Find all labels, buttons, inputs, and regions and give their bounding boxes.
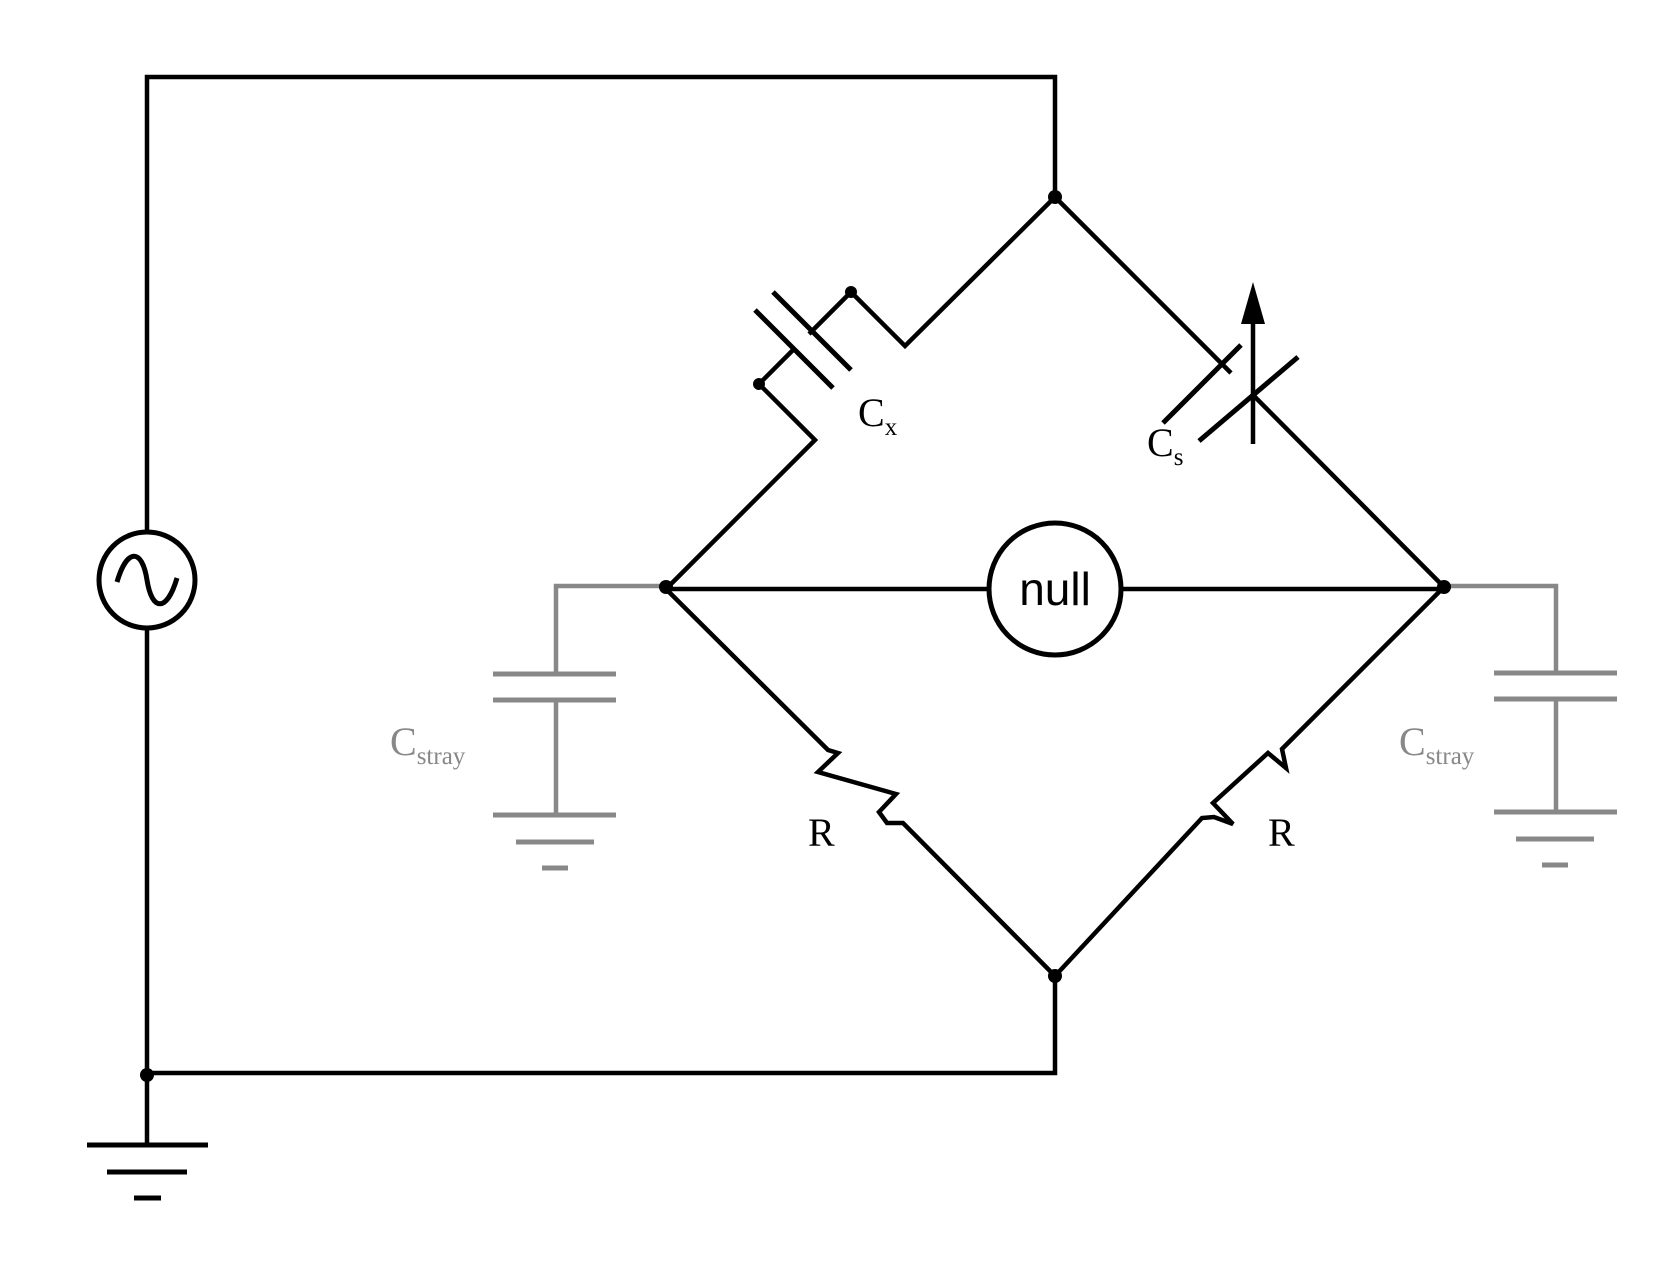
r-right-arm — [1053, 585, 1446, 978]
top-node — [1048, 190, 1062, 204]
cx-terminal-dot — [845, 286, 857, 298]
ac-source — [96, 529, 198, 631]
cx-label: Cx — [858, 390, 898, 441]
bottom-node — [1048, 969, 1062, 983]
null-detector-branch: null — [666, 520, 1444, 658]
junction-nodes — [140, 190, 1451, 1082]
cx-terminal-dot — [753, 378, 765, 390]
cx-arm-upper-wire — [849, 195, 1057, 350]
outer-wiring — [144, 74, 1058, 1145]
stray-left-ground-icon — [493, 812, 616, 871]
component-labels: Cx Cs R R Cstray Cstray — [390, 390, 1475, 855]
cs-plate-lower — [1197, 355, 1300, 443]
ground-node — [140, 1068, 154, 1082]
main-ground-icon — [87, 1142, 208, 1201]
stray-capacitor-left — [493, 583, 666, 871]
variable-arrow-icon — [1241, 282, 1265, 324]
cs-arm — [1053, 195, 1446, 589]
cx-arm — [664, 195, 1057, 591]
bottom-return-wire — [144, 628, 1058, 1076]
null-detector-label: null — [1019, 563, 1091, 615]
cx-lead-upper — [807, 290, 853, 336]
cs-label: Cs — [1147, 420, 1183, 471]
top-feed-wire — [144, 74, 1058, 532]
null-detector — [986, 520, 1124, 658]
stray-left-upper-wire — [553, 583, 666, 674]
r-left-resistor — [664, 587, 1057, 978]
cs-plate-upper — [1161, 343, 1243, 425]
stray-right-ground-icon — [1494, 809, 1617, 868]
cx-arm-lower-wire — [664, 382, 819, 591]
r-left-arm — [664, 587, 1057, 978]
r-right-label: R — [1268, 810, 1295, 855]
left-node — [659, 580, 673, 594]
cx-lead-lower — [757, 347, 796, 386]
r-left-label: R — [808, 810, 835, 855]
cs-arm-upper-wire — [1053, 195, 1233, 375]
cx-plate-upper — [771, 290, 853, 372]
ac-source-icon — [114, 553, 180, 607]
stray-capacitor-right — [1444, 583, 1617, 868]
right-node — [1437, 580, 1451, 594]
r-right-resistor — [1053, 585, 1446, 978]
cstray-left-label: Cstray — [390, 719, 466, 770]
stray-right-upper-wire — [1444, 583, 1559, 673]
cstray-right-label: Cstray — [1399, 719, 1475, 770]
cs-arm-lower-wire — [1251, 393, 1446, 589]
